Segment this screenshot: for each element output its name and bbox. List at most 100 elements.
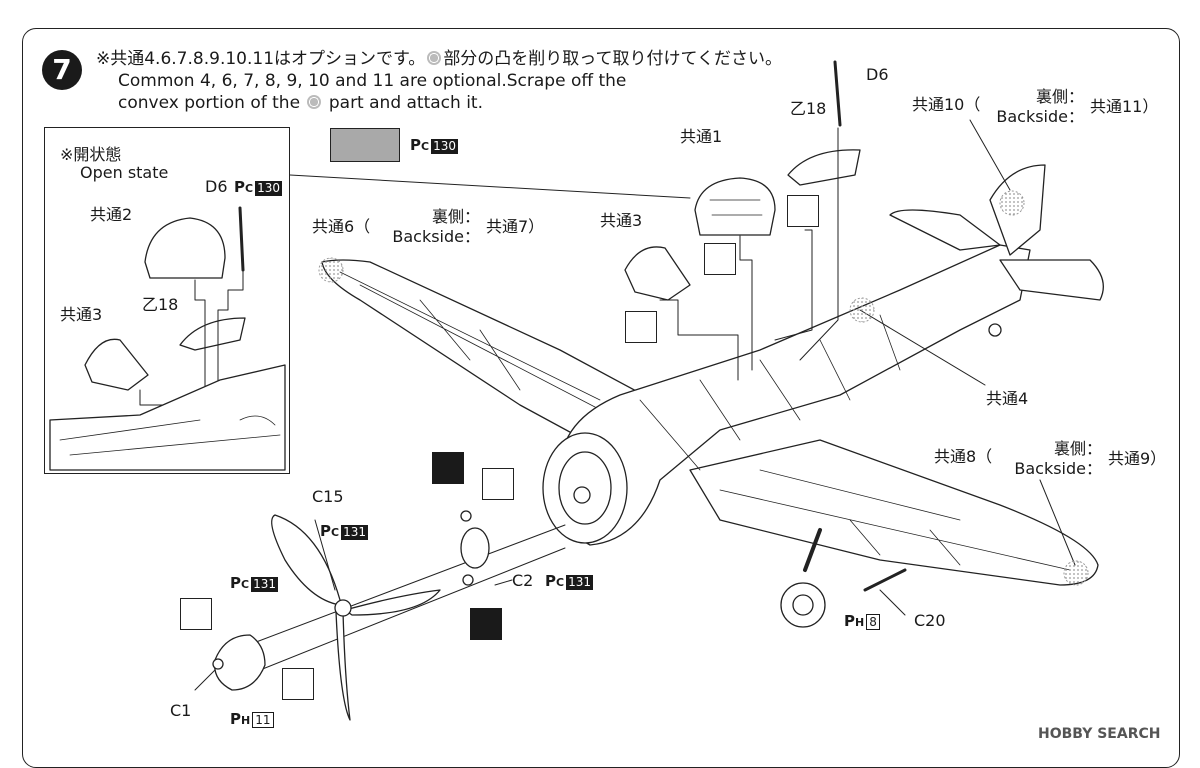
- step-number-badge: 7: [42, 50, 82, 90]
- label-backside-6: Backside：: [392, 227, 480, 246]
- paint-mark: P: [320, 522, 331, 540]
- paint-sub: C: [421, 140, 430, 153]
- paint-number: 8: [866, 614, 880, 630]
- right-wing: [689, 439, 1099, 586]
- paint-sub: C: [245, 182, 254, 195]
- label-kyotsu3-inset: 共通3: [60, 305, 103, 324]
- spinner-c1: [213, 634, 266, 691]
- paint-number: 11: [252, 712, 274, 728]
- label-otsu18-inset: 乙18: [142, 295, 179, 314]
- left-stabilizer: [889, 209, 1001, 251]
- canopy-part-1: [694, 177, 776, 236]
- paint-number: 130: [431, 139, 458, 154]
- label-otsu18: 乙18: [790, 99, 827, 118]
- label-kyotsu7: 共通7）: [486, 217, 545, 236]
- open-state-inset: [44, 127, 290, 474]
- paint-mark: P: [410, 136, 421, 154]
- label-kyotsu2: 共通2: [90, 205, 133, 224]
- inset-title-jp: ※開状態: [60, 145, 122, 164]
- instruction-jp-part2: 部分の凸を削り取って取り付けてください。: [443, 49, 782, 69]
- glue-icon: [482, 468, 514, 500]
- part-c20: [863, 568, 907, 592]
- inset-canopy-otsu18: [179, 317, 246, 351]
- label-ura-8: 裏側：: [1053, 439, 1102, 458]
- label-c1: C1: [170, 701, 192, 720]
- antenna-d6: [833, 60, 842, 127]
- scrape-instruction-icon: [282, 668, 314, 700]
- canopy-part-3: [624, 246, 691, 301]
- label-kyotsu8: 共通8（: [934, 447, 993, 466]
- inset-canopy-2: [144, 217, 226, 279]
- paint-number: 131: [251, 577, 278, 592]
- label-kyotsu11: 共通11）: [1090, 97, 1159, 116]
- instruction-en-2a: convex portion of the: [118, 93, 301, 113]
- label-ura-6: 裏側：: [431, 207, 480, 226]
- label-ura-10: 裏側：: [1035, 87, 1084, 106]
- scrape-marker-kyotsu4: [849, 297, 875, 323]
- instruction-jp: ※共通4.6.7.8.9.10.11はオプションです。部分の凸を削り取って取り付…: [96, 48, 782, 70]
- label-backside-10: Backside：: [996, 107, 1084, 126]
- scrape-instruction-icon: [625, 311, 657, 343]
- instruction-en-2b: part and attach it.: [328, 93, 483, 113]
- paint-direction-icon: [470, 608, 502, 640]
- scrape-instruction-icon: [704, 243, 736, 275]
- right-stabilizer: [999, 259, 1104, 301]
- watermark: HOBBY SEARCH: [1038, 726, 1161, 742]
- inset-leader-line: [289, 174, 691, 199]
- instruction-en-2: convex portion of the part and attach it…: [118, 92, 483, 114]
- label-kyotsu10: 共通10（: [912, 95, 981, 114]
- label-kyotsu9: 共通9）: [1108, 449, 1167, 468]
- label-c2: C2: [512, 571, 534, 590]
- inset-canopy-3: [84, 338, 149, 391]
- propeller-blade-lower: [335, 611, 351, 721]
- label-c15: C15: [312, 487, 344, 506]
- paint-mark: P: [230, 710, 241, 728]
- paint-sub: H: [241, 714, 251, 727]
- paint-sub: C: [241, 578, 250, 591]
- paint-number: 130: [255, 181, 282, 196]
- propeller-hub: [334, 599, 352, 617]
- inset-title-en: Open state: [80, 163, 169, 182]
- part-c2: [460, 527, 490, 569]
- label-d6: D6: [866, 65, 889, 84]
- paint-sub: C: [331, 526, 340, 539]
- scrape-instruction-icon: [787, 195, 819, 227]
- paint-mark: P: [844, 612, 855, 630]
- paint-sub: H: [855, 616, 865, 629]
- paint-sub: C: [556, 576, 565, 589]
- label-kyotsu1: 共通1: [680, 127, 723, 146]
- label-kyotsu6: 共通6（: [312, 217, 371, 236]
- label-c20: C20: [914, 611, 946, 630]
- scrape-marker-kyotsu6: [318, 257, 344, 283]
- propeller-blade-upper: [271, 514, 341, 606]
- paint-mark: P: [545, 572, 556, 590]
- scrape-marker-kyotsu8: [1063, 560, 1089, 586]
- scrape-marker-kyotsu10: [999, 190, 1025, 216]
- label-d6-inset: D6: [205, 177, 228, 196]
- paint-direction-icon: [432, 452, 464, 484]
- scrape-instruction-icon: [180, 598, 212, 630]
- instruction-en-1: Common 4, 6, 7, 8, 9, 10 and 11 are opti…: [118, 71, 627, 91]
- propeller-blade-right: [344, 589, 441, 616]
- paint-number: 131: [566, 575, 593, 590]
- scrape-dot-icon: [427, 51, 442, 65]
- inset-antenna: [238, 206, 245, 272]
- paint-swatch: [330, 128, 400, 162]
- instruction-jp-part1: ※共通4.6.7.8.9.10.11はオプションです。: [96, 49, 426, 69]
- paint-number: 131: [341, 525, 368, 540]
- label-backside-8: Backside：: [1014, 459, 1102, 478]
- paint-mark: P: [230, 574, 241, 592]
- label-kyotsu3: 共通3: [600, 211, 643, 230]
- scrape-dot-icon: [307, 95, 322, 109]
- label-kyotsu4: 共通4: [986, 389, 1029, 408]
- canopy-part-otsu18: [787, 149, 861, 186]
